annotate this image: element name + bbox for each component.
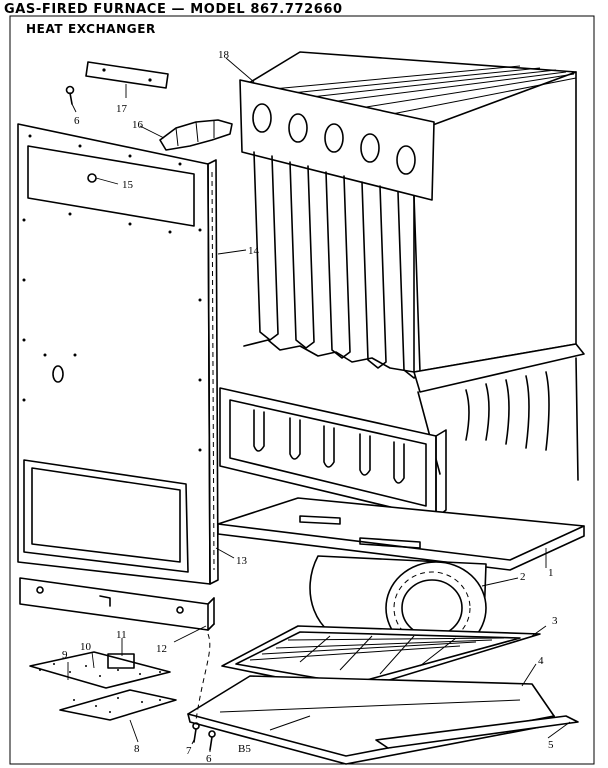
callout-18: 18 [218, 49, 230, 61]
front-panel-part [17, 123, 219, 585]
callout-5: 5 [548, 739, 554, 751]
screw-part [192, 722, 216, 751]
callout-10: 10 [80, 641, 92, 653]
diagram-frame [9, 15, 595, 765]
callout-17: 17 [116, 103, 128, 115]
screw-part [65, 85, 75, 105]
divider-plate-part [217, 497, 585, 571]
connector-dashed [195, 633, 211, 721]
callout-16: 16 [132, 119, 144, 131]
callout-6-top: 6 [74, 115, 80, 127]
callout-9: 9 [62, 649, 68, 661]
callout-6-bottom: 6 [206, 753, 212, 765]
page-title: GAS-FIRED FURNACE — MODEL 867.772660 [4, 2, 343, 17]
strip-part [375, 715, 579, 749]
top-bracket-part [85, 61, 169, 89]
callout-4: 4 [538, 655, 544, 667]
page-code: B5 [238, 743, 251, 755]
heat-exchanger-part [239, 51, 585, 481]
callout-7: 7 [186, 745, 192, 757]
section-title: HEAT EXCHANGER [26, 22, 156, 36]
callout-11: 11 [116, 629, 127, 641]
callout-labels: 18 17 16 6 15 14 13 12 1 2 3 4 5 11 10 9… [62, 49, 558, 765]
callout-2: 2 [520, 571, 526, 583]
leader-lines [67, 57, 571, 752]
manifold-frame-part [219, 387, 447, 519]
bottom-rail-part [19, 577, 215, 631]
callout-1: 1 [548, 567, 554, 579]
callout-13: 13 [236, 555, 248, 567]
callout-14: 14 [248, 245, 260, 257]
callout-8: 8 [134, 743, 140, 755]
bracket-16-part [159, 119, 233, 151]
scrap-parts [29, 651, 177, 721]
callout-15: 15 [122, 179, 134, 191]
callout-12: 12 [156, 643, 167, 655]
callout-3: 3 [552, 615, 558, 627]
